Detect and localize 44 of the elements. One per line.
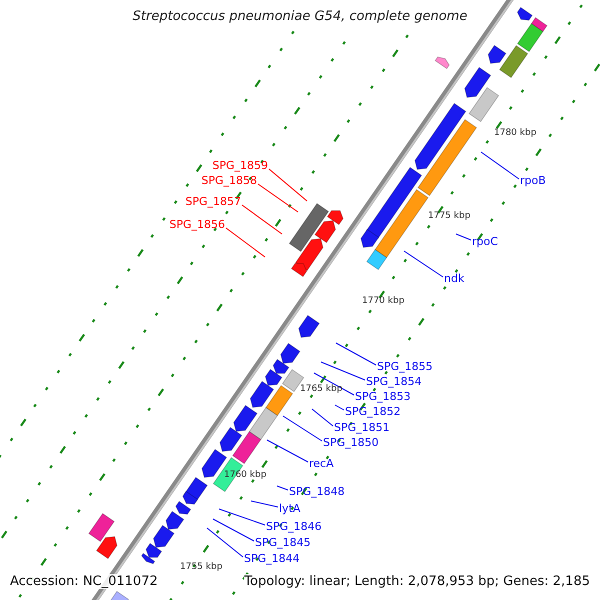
scale-label: 1765 kbp bbox=[300, 384, 342, 394]
leader-line bbox=[266, 440, 308, 462]
gene-label: SPG_1846 bbox=[266, 521, 322, 533]
leader-line bbox=[258, 184, 298, 212]
leader-line bbox=[250, 500, 278, 508]
leader-line bbox=[282, 416, 322, 442]
leader-line bbox=[268, 168, 308, 202]
gene-label: SPG_1844 bbox=[244, 553, 300, 565]
footer-text: Topology: linear; Length: 2,078,953 bp; Genes: 2,185 bbox=[244, 574, 590, 589]
gene-label: SPG_1845 bbox=[255, 537, 311, 549]
leader-line bbox=[336, 342, 376, 366]
scale-label: 1775 kbp bbox=[428, 211, 470, 221]
leader-line bbox=[206, 528, 244, 558]
leader-line bbox=[276, 486, 288, 490]
gene-label: SPG_1856 bbox=[169, 219, 225, 231]
gene-label: SPG_1851 bbox=[334, 422, 390, 434]
leader-line bbox=[404, 250, 444, 278]
gene-label: ndk bbox=[444, 273, 464, 285]
gene-label: SPG_1854 bbox=[366, 376, 422, 388]
footer-text: Accession: NC_011072 bbox=[10, 574, 158, 589]
gene-label: rpoC bbox=[472, 236, 498, 248]
scale-label: 1770 kbp bbox=[362, 296, 404, 306]
gene-label: SPG_1859 bbox=[212, 160, 268, 172]
gene-label: SPG_1855 bbox=[377, 361, 433, 373]
leader-line bbox=[312, 408, 334, 426]
gene-label: recA bbox=[309, 458, 334, 470]
leader-line bbox=[456, 234, 472, 240]
gene-label: lytA bbox=[279, 503, 300, 515]
leader-line bbox=[334, 404, 344, 410]
gene-label: SPG_1852 bbox=[345, 406, 401, 418]
scale-label: 1780 kbp bbox=[494, 128, 536, 138]
leader-line bbox=[320, 362, 366, 380]
leader-line bbox=[212, 518, 254, 542]
leader-line bbox=[218, 508, 266, 526]
gene-label: SPG_1857 bbox=[185, 196, 241, 208]
leader-line bbox=[242, 204, 282, 234]
gene-label: rpoB bbox=[520, 175, 546, 187]
gene-label: SPG_1858 bbox=[201, 175, 257, 187]
leader-line bbox=[226, 228, 266, 258]
gene-label: SPG_1853 bbox=[355, 391, 411, 403]
gene-label: SPG_1850 bbox=[323, 437, 379, 449]
scale-label: 1755 kbp bbox=[180, 562, 222, 572]
leader-line bbox=[314, 372, 354, 396]
map-title: Streptococcus pneumoniae G54, complete genome bbox=[132, 9, 468, 24]
